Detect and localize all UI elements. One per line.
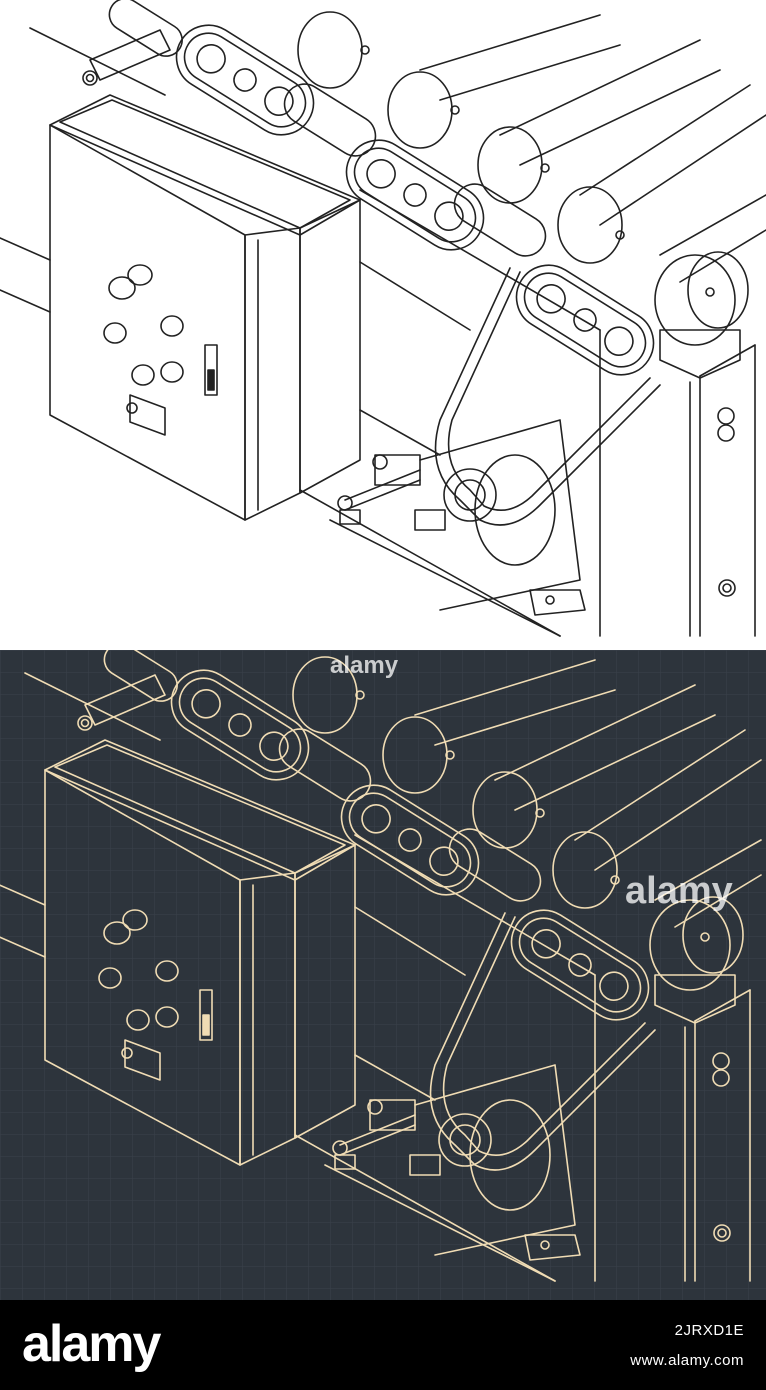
frame-bolts <box>717 407 736 597</box>
control-panel-buttons <box>103 264 218 436</box>
drawing-light-panel <box>0 0 766 650</box>
control-panel-buttons <box>98 909 213 1081</box>
frame-bolts <box>712 1052 731 1242</box>
bearing-blocks <box>77 674 736 1024</box>
isometric-conveyor-drawing-dark <box>0 650 762 1282</box>
drive-belt <box>429 912 656 1171</box>
alamy-logo: alamy <box>22 1315 161 1373</box>
image-id: 2JRXD1E <box>674 1322 744 1339</box>
chain-links <box>103 650 650 1021</box>
motor <box>414 1064 581 1261</box>
rollers <box>292 656 762 991</box>
drive-belt <box>434 267 661 526</box>
watermark: alamy <box>625 870 733 912</box>
stock-footer: alamy 2JRXD1E www.alamy.com <box>0 1300 766 1390</box>
isometric-conveyor-drawing-light <box>0 0 766 637</box>
frame-lines <box>0 27 756 637</box>
site-url: www.alamy.com <box>630 1352 744 1369</box>
tensioner-bracket <box>337 454 446 531</box>
control-box <box>44 739 356 1166</box>
watermark: alamy <box>330 652 399 679</box>
rollers <box>297 11 766 346</box>
bearing-blocks <box>82 29 741 379</box>
tensioner-bracket <box>332 1099 441 1176</box>
chain-links <box>108 0 655 376</box>
control-box <box>49 94 361 521</box>
motor <box>419 419 586 616</box>
drawing-dark-panel: alamy alamy <box>0 650 766 1300</box>
frame-lines <box>0 672 751 1282</box>
